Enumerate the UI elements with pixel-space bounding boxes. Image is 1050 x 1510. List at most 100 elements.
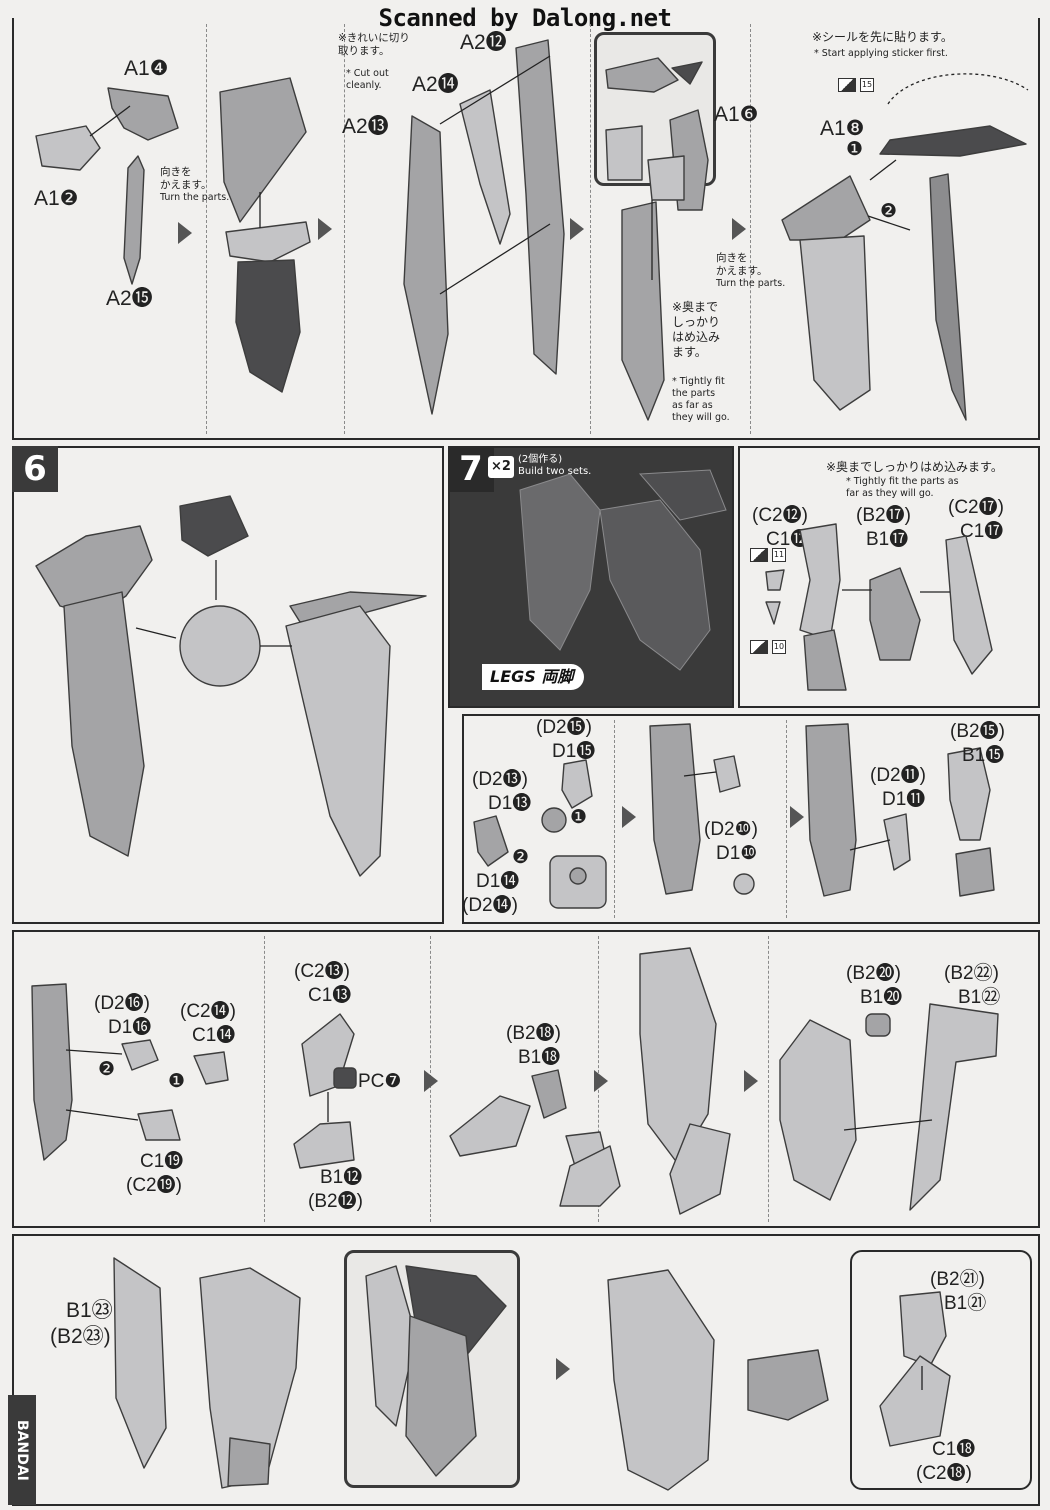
sticker-note-en: * Start applying sticker first. (814, 48, 948, 59)
step-number: 6 (12, 446, 58, 492)
divider (344, 24, 345, 434)
part-illustration (365, 1265, 507, 1477)
part-label: A1❽ (820, 117, 865, 140)
brand-logo: BANDAI (8, 1395, 36, 1505)
part-label: (B2㉓) (50, 1325, 111, 1348)
part-illustration (293, 1013, 357, 1169)
part-illustration (607, 1269, 829, 1491)
part-label: (D2⓫) (870, 765, 926, 786)
divider (614, 720, 615, 918)
part-label: (D2⓮) (462, 895, 518, 916)
flow-arrow-icon (424, 1070, 438, 1092)
tight-note-jp: ※奥まで しっかり はめ込み ます。 (672, 300, 721, 359)
tight-note-en: * Tightly fit the parts as far as they w… (672, 376, 730, 423)
flow-arrow-icon (570, 218, 584, 240)
part-label: C1⓬ (766, 529, 810, 550)
part-illustration (35, 87, 179, 285)
part-label: A2⓬ (460, 31, 507, 54)
divider (206, 24, 207, 434)
part-label: (B2㉒) (944, 963, 999, 984)
part-illustration (31, 983, 229, 1161)
part-illustration (449, 1069, 621, 1207)
part-label: (C2⓱) (948, 497, 1004, 518)
flow-arrow-icon (178, 222, 192, 244)
part-label: (D2⓰) (94, 993, 150, 1014)
divider (264, 936, 265, 1222)
divider (768, 936, 769, 1222)
step6-frame (12, 446, 444, 924)
build-two-note: (2個作る) Build two sets. (518, 454, 592, 477)
part-label: (D2❿) (704, 819, 758, 840)
flow-arrow-icon (318, 218, 332, 240)
part-label: (C2⓲) (916, 1463, 972, 1484)
step5-frame (12, 18, 1040, 440)
part-label: (D2⓭) (472, 769, 528, 790)
part-label: A1❹ (124, 57, 169, 80)
step-order: ❶ (570, 807, 588, 828)
sticker-icon (750, 548, 768, 562)
part-illustration (649, 723, 755, 895)
part-label: A1❷ (34, 187, 79, 210)
sticker-note-jp: ※シールを先に貼ります。 (812, 30, 953, 44)
part-label: C1⓮ (192, 1025, 236, 1046)
flow-arrow-icon (744, 1070, 758, 1092)
legs-title: LEGS 両脚 (482, 664, 584, 690)
part-label: D1⓮ (476, 871, 520, 892)
part-illustration (605, 57, 709, 421)
part-label: B1⓴ (860, 987, 903, 1008)
divider (590, 24, 591, 434)
row3-panel (462, 714, 1040, 924)
part-label: (C2⓮) (180, 1001, 236, 1022)
part-label: (B2㉑) (930, 1269, 985, 1290)
divider (786, 720, 787, 918)
part-label: D1❿ (716, 843, 758, 864)
part-label: A1❻ (714, 103, 759, 126)
part-label: A2⓯ (106, 287, 153, 310)
part-label: C1⓱ (960, 521, 1004, 542)
part-label: B1㉓ (66, 1299, 113, 1322)
part-label: PC❼ (358, 1071, 402, 1092)
flow-arrow-icon (594, 1070, 608, 1092)
part-label: B1⓬ (320, 1167, 363, 1188)
part-label: (B2⓱) (856, 505, 911, 526)
assembly-illustration (35, 495, 427, 877)
step-order: ❶ (846, 139, 864, 160)
flow-arrow-icon (622, 806, 636, 828)
turn-note-en: Turn the parts. (160, 192, 230, 203)
part-label: D1⓯ (552, 741, 596, 762)
step7-panel (738, 446, 1040, 708)
part-label: B1⓲ (518, 1047, 561, 1068)
flow-arrow-icon (556, 1358, 570, 1380)
part-illustration (781, 73, 1029, 421)
part-label: D1⓭ (488, 793, 532, 814)
step-order: ❶ (168, 1071, 186, 1092)
part-label: D1⓫ (882, 789, 926, 810)
detail-box (850, 1250, 1032, 1490)
part-label: C1⓳ (140, 1151, 184, 1172)
part-illustration (219, 77, 311, 393)
sticker-icon (750, 640, 768, 654)
step-order: ❷ (880, 201, 898, 222)
tight-note-jp: ※奥までしっかりはめ込みます。 (826, 460, 1003, 474)
sticker-number: 15 (860, 78, 874, 92)
row4-panel (12, 930, 1040, 1228)
part-label: C1⓭ (308, 985, 352, 1006)
part-label: A2⓭ (342, 115, 389, 138)
part-label: (B2⓬) (308, 1191, 363, 1212)
sticker-number: 10 (772, 640, 786, 654)
sticker-icon (838, 78, 856, 92)
step-order: ❷ (512, 847, 530, 868)
part-label: C1⓲ (932, 1439, 976, 1460)
flow-arrow-icon (790, 806, 804, 828)
part-label: (D2⓯) (536, 717, 592, 738)
part-label: (B2⓲) (506, 1023, 561, 1044)
watermark-text: Scanned by Dalong.net (378, 4, 672, 32)
part-illustration (113, 1257, 301, 1489)
divider (750, 24, 751, 434)
part-illustration (403, 39, 565, 415)
part-illustration (879, 1291, 951, 1447)
part-illustration (639, 947, 731, 1215)
row5-panel (12, 1234, 1040, 1506)
part-label: (B2⓴) (846, 963, 901, 984)
turn-note-jp: 向きを かえます。 (716, 252, 768, 278)
